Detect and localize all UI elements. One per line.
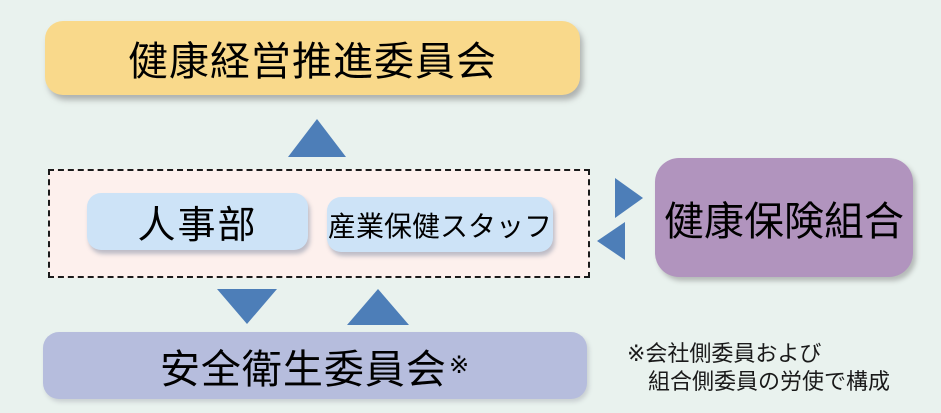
safety-health-committee-label: 安全衛生委員会 — [159, 347, 447, 392]
arrow-down-icon — [217, 289, 277, 324]
safety-health-committee-box: 安全衛生委員会※ — [43, 332, 587, 399]
footnote-line1: ※会社側委員および — [627, 341, 822, 366]
footnote: ※会社側委員および 組合側委員の労使で構成 — [627, 340, 890, 396]
note-marker: ※ — [448, 352, 471, 379]
occupational-health-staff-label: 産業保健スタッフ — [327, 210, 552, 242]
health-management-promotion-committee-box: 健康経営推進委員会 — [45, 21, 580, 95]
occupational-health-staff-box: 産業保健スタッフ — [327, 197, 553, 252]
health-insurance-association-label: 健康保険組合 — [664, 199, 904, 244]
hr-department-box: 人事部 — [87, 193, 308, 250]
arrow-right-icon — [615, 178, 643, 218]
arrow-up-icon — [347, 289, 409, 325]
health-insurance-association-box: 健康保険組合 — [655, 158, 913, 277]
health-management-promotion-committee-label: 健康経営推進委員会 — [128, 40, 497, 84]
arrow-up-icon — [288, 119, 346, 157]
arrow-left-icon — [597, 222, 625, 260]
footnote-line2: 組合側委員の労使で構成 — [648, 369, 891, 394]
hr-department-label: 人事部 — [137, 205, 258, 247]
